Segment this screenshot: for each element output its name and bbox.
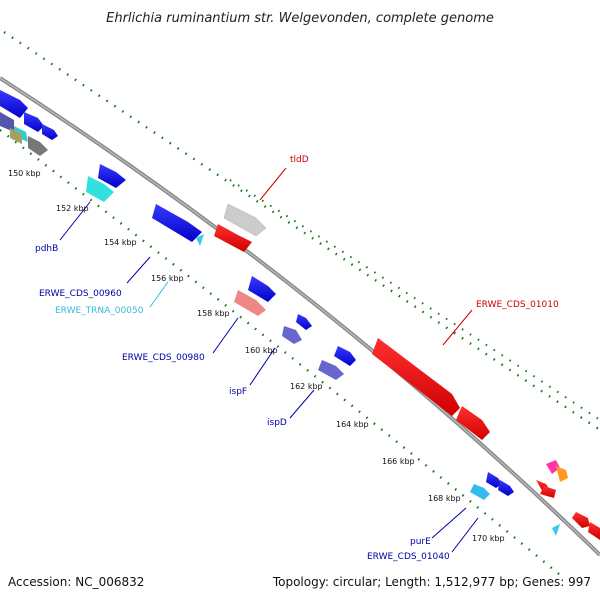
- genome-backbone: [0, 76, 600, 557]
- tick-label: 162 kbp: [290, 382, 323, 391]
- tick-label: 170 kbp: [472, 534, 505, 543]
- gene-ERWE-TRNA-00050: [196, 234, 204, 246]
- gene-ERWE-CDS-01010: [372, 338, 460, 416]
- gene-ispF: [282, 326, 302, 344]
- gene-ERWE-CDS-00980-pink: [234, 290, 266, 316]
- gene-label-tldD: tldD: [290, 155, 309, 165]
- gene-label-ERWE-CDS-01010: ERWE_CDS_01010: [476, 300, 559, 310]
- tick-label: 164 kbp: [336, 420, 369, 429]
- tick-label: 152 kbp: [56, 204, 89, 213]
- gene-label-purE: purE: [410, 537, 431, 547]
- genome-summary-text: Topology: circular; Length: 1,512,977 bp…: [272, 575, 591, 589]
- gene-blue-162: [334, 346, 356, 366]
- gene-blue-152: [98, 164, 126, 188]
- gene-label-ispF: ispF: [229, 387, 247, 397]
- gene-labels: tldD ERWE_CDS_01010 pdhB ERWE_CDS_00960 …: [35, 155, 559, 562]
- gene-label-pdhB: pdhB: [35, 244, 58, 254]
- gene-magenta-168: [546, 460, 560, 474]
- gene-trna-170: [552, 524, 560, 536]
- gene-label-ispD: ispD: [267, 418, 287, 428]
- outer-dotted-ring: [3, 31, 600, 431]
- gene-label-ERWE-CDS-00960: ERWE_CDS_00960: [39, 289, 122, 299]
- gene-red-169: [540, 486, 556, 498]
- gene-ERWE-CDS-00960: [152, 204, 202, 242]
- tick-label: 168 kbp: [428, 494, 461, 503]
- gene-label-ERWE-TRNA-00050: ERWE_TRNA_00050: [55, 306, 144, 316]
- tick-label: 160 kbp: [245, 346, 278, 355]
- tick-label: 158 kbp: [197, 309, 230, 318]
- gene-purE: [470, 484, 490, 500]
- tick-label: 166 kbp: [382, 457, 415, 466]
- gene-red-172b: [588, 522, 600, 540]
- tick-label: 150 kbp: [8, 169, 41, 178]
- gene-orange-168: [556, 466, 568, 482]
- gene-grey-tldD: [223, 203, 267, 237]
- gene-label-ERWE-CDS-00980: ERWE_CDS_00980: [122, 353, 205, 363]
- gene-pdhB-cyan: [86, 176, 114, 202]
- gene-red-01010-tail: [456, 406, 490, 440]
- gene-blue-158: [248, 276, 276, 302]
- accession-text: Accession: NC_006832: [8, 575, 144, 589]
- inner-dotted-ring: [0, 129, 561, 576]
- gene-red-172a: [572, 512, 590, 528]
- gene-ispD: [318, 360, 344, 380]
- gene-blue-168a: [486, 472, 502, 488]
- gene-blue-160: [296, 314, 312, 330]
- tick-labels: 150 kbp 152 kbp 154 kbp 156 kbp 158 kbp …: [8, 169, 505, 543]
- gene-tldD: [214, 224, 252, 252]
- gene-blue-168b: [498, 480, 514, 496]
- gene-label-ERWE-CDS-01040: ERWE_CDS_01040: [367, 552, 450, 562]
- map-title: Ehrlichia ruminantium str. Welgevonden, …: [106, 11, 494, 26]
- tick-label: 154 kbp: [104, 238, 137, 247]
- tick-label: 156 kbp: [151, 274, 184, 283]
- reverse-gene-cluster-top: [0, 90, 58, 156]
- leader-lines: [59, 167, 479, 553]
